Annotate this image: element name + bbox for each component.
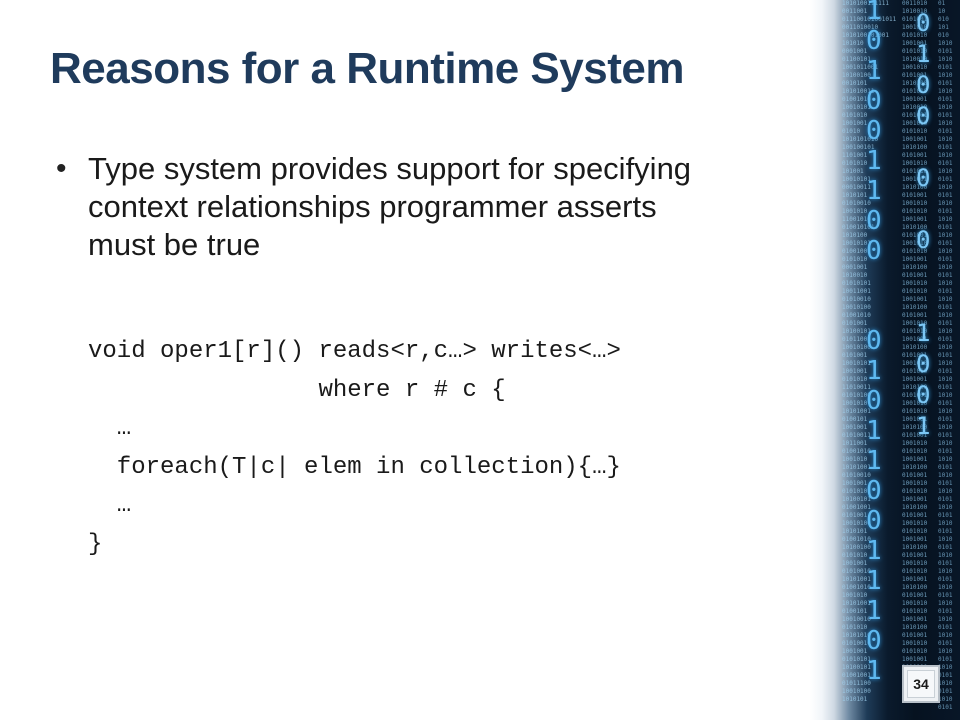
binary-digits-large-column: 1 0 1 0 0 1 1 0 0 0 1 0 1 1 0 0 1 1 1 0 … [866,0,882,686]
binary-digits-column: 1010100111111 0011001 011100101001011 00… [842,0,897,703]
bullet-marker: • [56,152,67,185]
code-block: void oper1[r]() reads<r,c…> writes<…> wh… [88,333,621,564]
code-line: foreach(T|c| elem in collection){…} [88,453,621,481]
binary-decoration-strip: 1010100111111 0011001 011100101001011 00… [810,0,960,720]
code-line: where r # c { [88,376,506,404]
page-number-box: 34 [902,665,940,703]
code-line: … [88,415,132,442]
bullet-text: Type system provides support for specify… [88,151,692,262]
binary-digits-column: 0011010 1010010 0101001 1001010 0101010 … [902,0,928,703]
binary-digits-column: 01 10 010 101 010 1010 0101 1010 0101 10… [938,0,953,711]
code-line: } [88,530,103,558]
code-line: void oper1[r]() reads<r,c…> writes<…> [88,338,621,365]
page-number: 34 [907,670,935,698]
slide-title: Reasons for a Runtime System [50,44,684,93]
code-line: … [88,492,132,519]
binary-digits-large-column: 0 1 0 0 0 0 1 0 0 1 [916,9,931,440]
